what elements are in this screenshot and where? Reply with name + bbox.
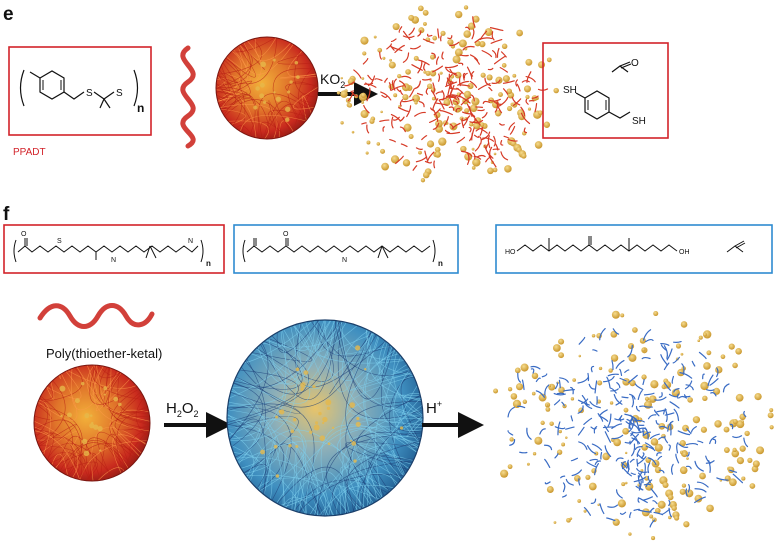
degradation-products-box: O SH SH xyxy=(542,42,669,139)
f3-atom-ho: HO xyxy=(505,249,516,256)
h2o2-reagent-label: H2O2 xyxy=(166,400,199,419)
ko2-reagent-label: KO2 xyxy=(320,71,345,90)
f3-atom-oh: OH xyxy=(679,249,690,256)
poly-thioether-ketal-label: Poly(thioether-ketal) xyxy=(46,346,162,361)
ko2-arrow xyxy=(318,82,378,106)
degraded-polymer-cloud xyxy=(493,310,774,541)
ppadt-atom-s1: S xyxy=(86,88,93,99)
degraded-ppadt-cloud xyxy=(336,5,559,183)
ppadt-label: PPADT xyxy=(13,147,46,158)
oxidized-nanoparticle-icon xyxy=(226,319,424,517)
panel-f-label: f xyxy=(3,204,10,225)
f1-atom-n: N xyxy=(111,257,116,264)
acid-arrow xyxy=(422,412,484,438)
f2-atom-so: O xyxy=(283,231,289,238)
f1-atom-nh: N xyxy=(188,238,193,245)
ppadt-nanoparticle-icon xyxy=(215,36,319,140)
acid-reagent-label: H+ xyxy=(426,399,442,417)
ppadt-atom-s2: S xyxy=(116,88,123,99)
f1-subscript-n: n xyxy=(206,259,211,268)
panel-e-label: e xyxy=(3,4,14,25)
poly-thioether-ketal-chain-icon xyxy=(37,303,155,329)
ppadt-subscript-n: n xyxy=(137,101,144,115)
f1-atom-s: S xyxy=(57,238,62,245)
product-atom-sh2: SH xyxy=(632,116,646,127)
f1-atom-o: O xyxy=(21,231,27,238)
ppadt-chain-icon xyxy=(180,45,196,149)
h2o2-arrow xyxy=(164,412,232,438)
poly-thioether-ketal-structure-box: O S N N n xyxy=(3,224,225,274)
sulfoxide-polymer-structure-box: O N n xyxy=(233,224,459,274)
ppadt-structure-box: S S n xyxy=(8,46,152,136)
f2-atom-n: N xyxy=(342,257,347,264)
degradation-products-box-f: HO OH xyxy=(495,224,773,274)
acetone-atom-o: O xyxy=(631,58,639,69)
product-atom-sh1: SH xyxy=(563,85,577,96)
thioether-ketal-nanoparticle-icon xyxy=(33,364,151,482)
f2-subscript-n: n xyxy=(438,259,443,268)
